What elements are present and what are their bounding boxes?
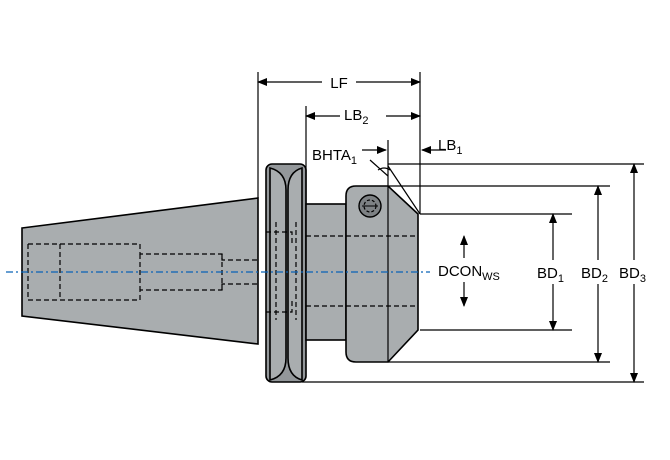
label-dcon: DCON	[438, 263, 482, 280]
clamp-screw-icon	[358, 194, 382, 218]
flange	[265, 163, 307, 383]
dim-lb1: LB1	[362, 137, 462, 186]
svg-text:BD3: BD3	[619, 265, 646, 285]
label-bhta1: BHTA	[312, 147, 351, 164]
dim-bd1: BD1	[536, 213, 572, 331]
dim-bhta1: BHTA1	[312, 147, 421, 215]
svg-text:LB1: LB1	[438, 137, 462, 157]
label-lb1: LB	[438, 137, 456, 154]
label-dcon-sub: WS	[482, 271, 500, 283]
dim-dcon-ws: DCONWS	[436, 235, 500, 307]
label-bd1: BD	[537, 265, 558, 282]
label-lf: LF	[330, 75, 348, 92]
label-lb1-sub: 1	[456, 145, 462, 157]
dim-lf: LF	[257, 72, 421, 214]
label-bd1-sub: 1	[558, 273, 564, 285]
holder-head	[345, 185, 419, 363]
label-bd2: BD	[581, 265, 602, 282]
taper-shank	[21, 197, 259, 345]
label-bhta1-sub: 1	[351, 155, 357, 167]
svg-text:BD2: BD2	[581, 265, 608, 285]
svg-text:DCONWS: DCONWS	[438, 263, 500, 283]
svg-text:LB2: LB2	[344, 107, 368, 127]
diameter-extension-lines	[302, 163, 644, 383]
label-lb2: LB	[344, 107, 362, 124]
svg-text:BHTA1: BHTA1	[312, 147, 357, 167]
dim-bd2: BD2	[580, 185, 616, 363]
label-bd3-sub: 3	[640, 273, 646, 285]
svg-text:BD1: BD1	[537, 265, 564, 285]
dim-lb2: LB2	[305, 102, 421, 204]
label-lb2-sub: 2	[362, 115, 368, 127]
label-bd3: BD	[619, 265, 640, 282]
label-bd2-sub: 2	[602, 273, 608, 285]
dim-bd3: BD3	[616, 163, 656, 383]
